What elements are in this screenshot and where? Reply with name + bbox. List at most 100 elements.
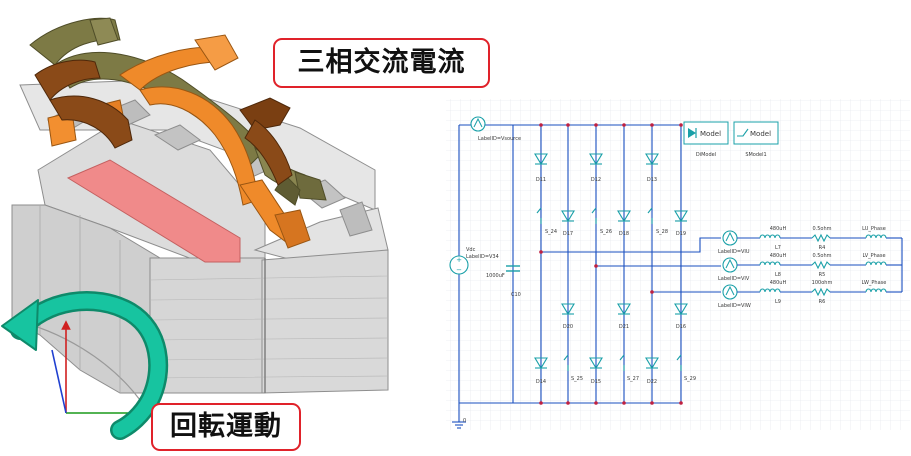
phase-meter-arrow-2: [725, 258, 735, 269]
lower-diode-label-2: D21: [619, 324, 629, 330]
middle-1-diode-symbol: [561, 210, 575, 223]
coordinate-axes: [51, 320, 130, 414]
bottom-diode-label-2: D15: [591, 379, 601, 385]
mid-2-switch-lever: [591, 207, 597, 214]
lower-diode-label-3: D16: [676, 324, 686, 330]
magnet: [66, 159, 241, 263]
junction-dot: [622, 401, 626, 405]
mid-switch-label-3: S_28: [656, 229, 668, 235]
junction-dot: [566, 401, 570, 405]
junction-dot: [539, 401, 543, 405]
legend-switch-icon: [737, 128, 749, 137]
bottom-2-switch-lever: [619, 354, 625, 361]
phase-meter-label-3: LabelID=VIW: [718, 303, 751, 309]
inductor-name-1: L7: [775, 245, 781, 251]
lower-3-diode-symbol: [674, 303, 688, 316]
lower-diode-label-1: D20: [563, 324, 573, 330]
phase-meter-arrow-1: [725, 231, 735, 242]
junction-dot: [594, 264, 598, 268]
mid-switch-label-1: S_24: [545, 229, 557, 235]
bottom-3-switch-lever: [676, 354, 682, 361]
phase-meter-label-2: LabelID=VIV: [718, 276, 750, 282]
legend-box-1: [683, 121, 729, 145]
inductor-name-3: L9: [775, 299, 781, 305]
mid-3-switch-lever: [647, 207, 653, 214]
mid-diode-label-3: D19: [676, 231, 686, 237]
upper-diode-label-1: D11: [536, 177, 546, 183]
rotation-arrow: [1, 291, 169, 440]
dc-source-plus: +: [456, 256, 462, 264]
dc-source: [449, 255, 469, 275]
coil-3-loop: [880, 288, 887, 293]
resistor-name-2: R5: [819, 272, 826, 278]
bottom-diode-label-3: D22: [647, 379, 657, 385]
junction-dot: [566, 123, 570, 127]
bottom-switch-label-2: S_27: [627, 376, 639, 382]
inductor-3-loop: [774, 288, 781, 293]
upper-3-diode-symbol: [645, 153, 659, 166]
resistor-value-3: 100ohm: [812, 280, 833, 286]
coil-name-2: LV_Phase: [862, 253, 885, 259]
ground-label: 0: [463, 418, 466, 424]
bottom-switch-label-1: S_25: [571, 376, 583, 382]
junction-dot: [594, 401, 598, 405]
legend-diode-icon: [688, 128, 696, 138]
mid-switch-label-2: S_26: [600, 229, 612, 235]
upper-2-diode-symbol: [589, 153, 603, 166]
source-meter-arrow: [473, 117, 483, 128]
junction-dot: [679, 123, 683, 127]
phase-meter-label-1: LabelID=VIU: [718, 249, 750, 255]
resistor-name-3: R6: [819, 299, 826, 305]
mid-1-switch-lever: [536, 207, 542, 214]
resistor-value-1: 0.5ohm: [812, 226, 831, 232]
bottom-3-diode-symbol: [645, 357, 659, 370]
lower-2-diode-symbol: [617, 303, 631, 316]
upper-1-diode-symbol: [534, 153, 548, 166]
junction-dot: [650, 290, 654, 294]
capacitor-name: C10: [511, 292, 521, 298]
junction-dot: [650, 123, 654, 127]
rotational-motion-label: 回転運動: [151, 403, 301, 451]
dc-source-name: Vdc: [466, 247, 476, 253]
mid-diode-label-2: D18: [619, 231, 629, 237]
middle-2-diode-symbol: [617, 210, 631, 223]
legend-caption-1: DiModel: [696, 152, 716, 158]
inductor-value-1: 480uH: [770, 226, 787, 232]
coil-1-loop: [880, 234, 887, 239]
resistor-1: [811, 233, 831, 243]
junction-dot: [539, 123, 543, 127]
phase-meter-arrow-3: [725, 285, 735, 296]
coil-name-3: LW_Phase: [862, 280, 887, 286]
inductor-value-3: 480uH: [770, 280, 787, 286]
junction-dot: [650, 401, 654, 405]
inductor-1-loop: [774, 234, 781, 239]
coil-2-loop: [880, 261, 887, 266]
coil-orange: [47, 34, 311, 249]
capacitor-value: 1000uF: [486, 273, 505, 279]
legend-caption-2: SModel1: [745, 152, 766, 158]
coil-name-1: LU_Phase: [862, 226, 886, 232]
bottom-diode-label-1: D14: [536, 379, 546, 385]
junction-dot: [539, 250, 543, 254]
dc-source-label: LabelID=V34: [466, 254, 499, 260]
bottom-2-diode-symbol: [589, 357, 603, 370]
source-meter-label: LabelID=Vsource: [478, 136, 521, 142]
mid-diode-label-1: D17: [563, 231, 573, 237]
three-phase-current-label: 三相交流電流: [273, 38, 490, 88]
phase-u-wire: [541, 237, 721, 253]
bottom-switch-label-3: S_29: [684, 376, 696, 382]
lower-1-diode-symbol: [561, 303, 575, 316]
resistor-2: [811, 260, 831, 270]
junction-dot: [622, 123, 626, 127]
middle-3-diode-symbol: [674, 210, 688, 223]
legend-text-1: Model: [700, 130, 721, 138]
inductor-2-loop: [774, 261, 781, 266]
dc-source-minus: −: [456, 266, 462, 274]
junction-dot: [594, 123, 598, 127]
bottom-1-diode-symbol: [534, 357, 548, 370]
inductor-value-2: 480uH: [770, 253, 787, 259]
upper-diode-label-2: D12: [591, 177, 601, 183]
upper-diode-label-3: D13: [647, 177, 657, 183]
